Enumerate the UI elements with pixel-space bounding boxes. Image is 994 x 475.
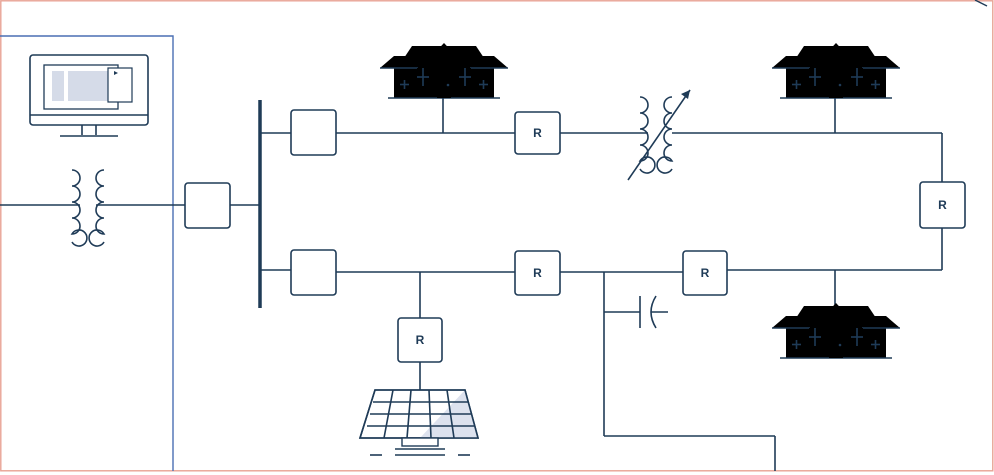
lower-feeder-breaker [290,249,337,296]
solar-panel-icon [358,389,480,456]
upper-feeder [260,98,943,271]
capacitor-icon [604,295,668,329]
lower-feeder [260,249,836,471]
house-icon [771,42,901,99]
relay-label: R [533,266,542,280]
house-icon [379,42,509,99]
relay-label: R [533,126,542,140]
relay-label: R [416,333,425,347]
relay-lower-middle: R [514,250,561,296]
substation-box [184,182,231,229]
computer-monitor-icon [29,54,149,137]
variable-transformer-icon [627,89,691,181]
transformer-icon [0,169,185,247]
relay-solar: R [397,317,443,363]
relay-right: R [919,181,966,229]
relay-upper: R [514,111,561,155]
substation-border [0,35,174,471]
house-icon [771,302,901,359]
relay-label: R [701,266,710,280]
relay-lower-right: R [682,250,728,296]
upper-feeder-breaker [290,109,337,156]
relay-label: R [938,198,947,212]
